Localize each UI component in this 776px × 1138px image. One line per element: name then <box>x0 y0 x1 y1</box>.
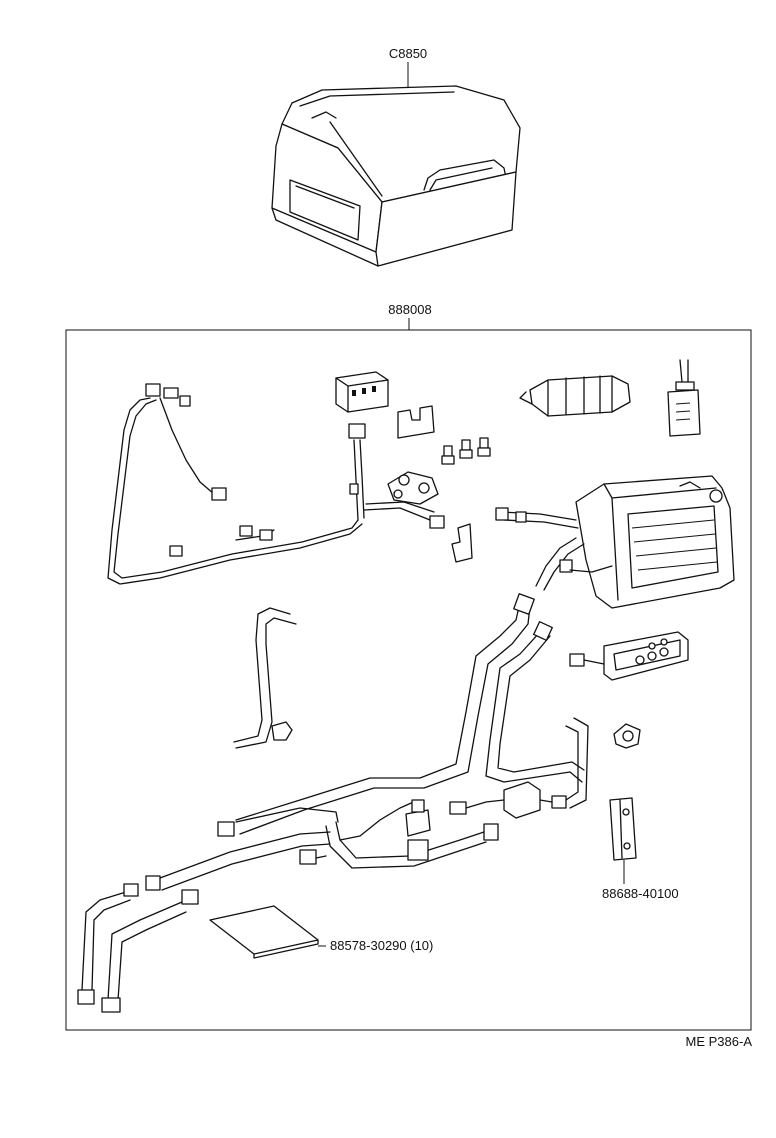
wire-harness-left <box>107 383 445 585</box>
cover-box <box>271 62 521 267</box>
l-bracket <box>451 523 473 563</box>
oil-bottle <box>667 359 701 437</box>
kit-frame <box>65 329 752 1031</box>
hose-clip <box>613 723 641 749</box>
top-part-number: C8850 <box>389 46 427 61</box>
bracket-plate <box>609 797 637 884</box>
kit-part-number: 888008 <box>388 302 431 317</box>
manual-part-number: 88578-30290 (10) <box>330 938 433 953</box>
refrigerant-hoses <box>77 593 589 1013</box>
switch-assembly <box>387 471 439 505</box>
evaporator-unit <box>495 475 735 609</box>
bracket-part-number: 88688-40100 <box>602 886 679 901</box>
control-panel <box>569 631 689 681</box>
pressure-switches <box>441 437 491 465</box>
relay-block <box>335 371 389 413</box>
drain-hose <box>233 607 297 749</box>
figure-code: ME P386-A <box>686 1034 753 1049</box>
owner-manual <box>209 905 326 959</box>
fuse-block <box>519 375 631 417</box>
bracket-small <box>397 405 435 439</box>
